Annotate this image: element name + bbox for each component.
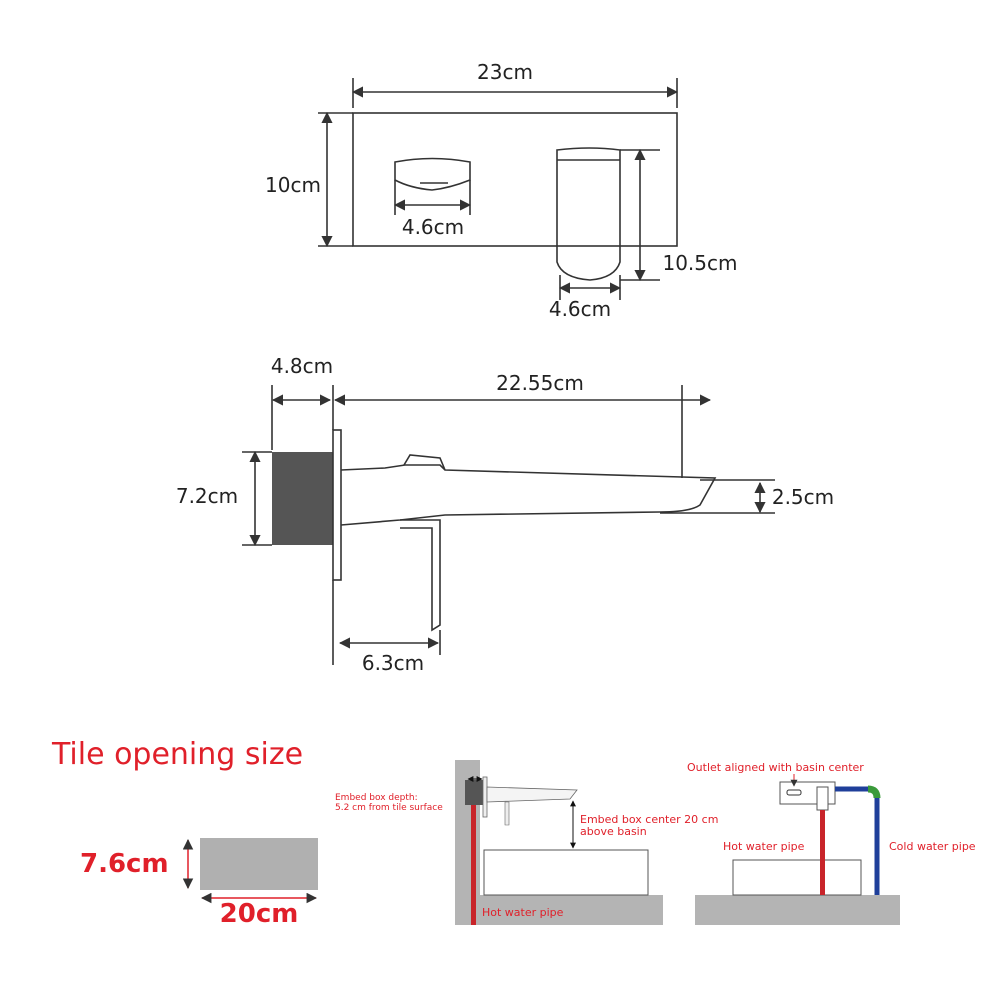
spout-length-label: 22.55cm [496,371,584,395]
hot-water-pipe-front [820,810,825,895]
cold-pipe-label: Cold water pipe [889,840,976,853]
embed-center-label-1: Embed box center 20 cm [580,813,718,826]
spout-side [340,464,717,526]
spout-width-label: 4.6cm [549,297,611,321]
installation-side-view: Embed box depth: 5.2 cm from tile surfac… [335,760,718,925]
embed-box [272,452,333,545]
spout-height-label-side: 2.5cm [772,485,834,509]
tile-width-label: 20cm [220,899,299,929]
wall-plate [352,112,678,247]
spout-height-label: 10.5cm [662,251,737,275]
width-label: 23cm [477,60,533,84]
embed-center-label-2: above basin [580,825,647,838]
installation-front-view: Outlet aligned with basin center Hot wat… [687,761,976,925]
box-depth-label: 4.8cm [271,354,333,378]
basin [483,849,649,896]
side-view: 4.8cm 22.55cm 7.2cm 2.5cm 6.3cm [176,354,834,675]
hot-pipe-label-front: Hot water pipe [723,840,805,853]
tile-opening-title: Tile opening size [51,737,303,772]
hot-pipe-label-side: Hot water pipe [482,906,564,919]
box-height-label: 7.2cm [176,484,238,508]
handle-width-label: 4.6cm [402,215,464,239]
handle-length-label: 6.3cm [362,651,424,675]
outlet-label: Outlet aligned with basin center [687,761,864,774]
embed-depth-label-1: Embed box depth: [335,793,418,803]
tile-height-label: 7.6cm [80,849,169,879]
pipe-elbow [867,785,881,799]
basin-front [732,859,862,896]
handle-outline [394,157,471,191]
embed-depth-label-2: 5.2 cm from tile surface [335,803,443,813]
spout-outline [556,147,621,281]
top-view: 23cm 10cm 4.6cm 10.5cm 4.6cm [265,60,737,321]
tile-opening-rect [200,838,318,890]
hot-water-pipe [471,805,476,925]
tile-opening: Tile opening size 7.6cm 20cm [51,737,318,929]
height-label: 10cm [265,173,321,197]
